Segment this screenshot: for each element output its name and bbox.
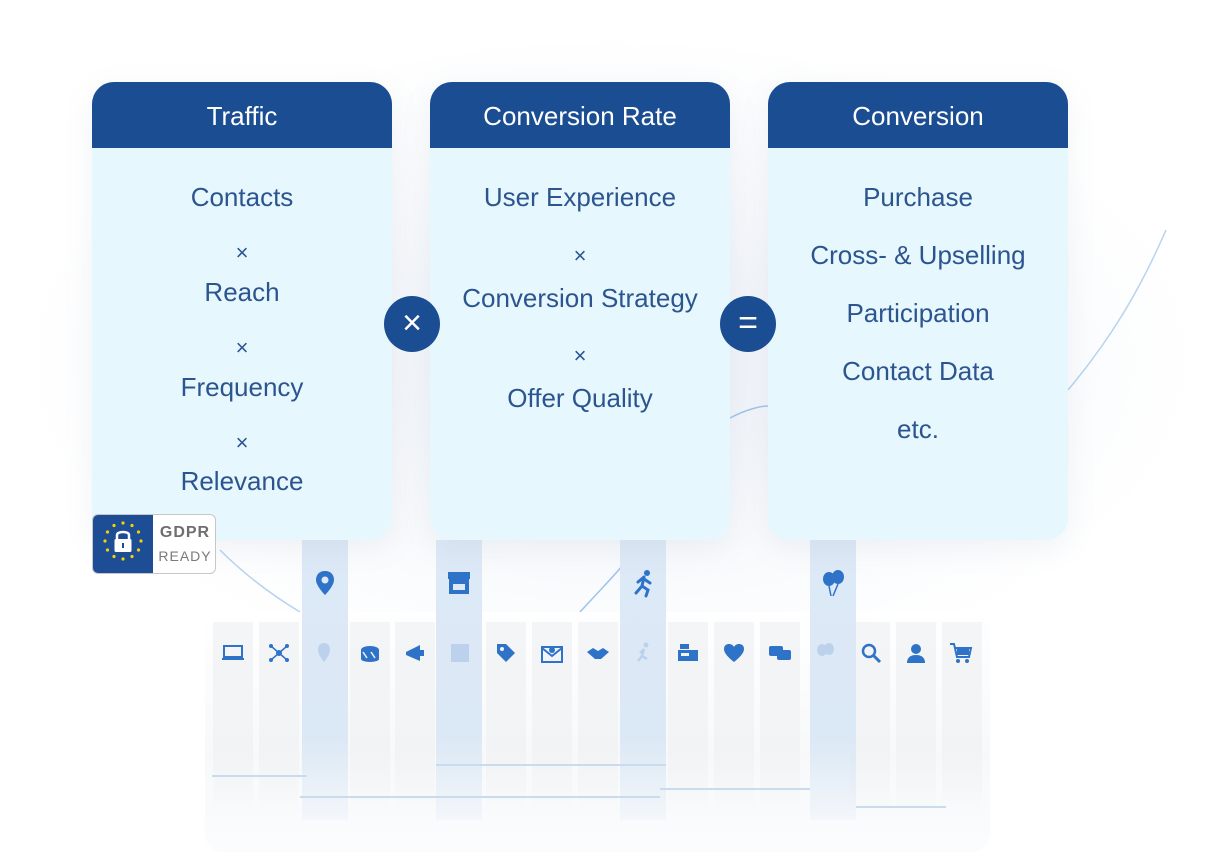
megaphone-icon bbox=[402, 640, 428, 666]
card-item: etc. bbox=[897, 414, 939, 444]
ready-label: READY bbox=[158, 548, 212, 564]
card-item: Conversion Strategy bbox=[462, 283, 698, 313]
card-item: Cross- & Upselling bbox=[810, 240, 1026, 270]
chart-line bbox=[212, 775, 307, 777]
card-item: Relevance bbox=[180, 466, 304, 496]
card-item: Frequency bbox=[180, 372, 304, 402]
card-item: Reach bbox=[204, 277, 280, 307]
highlight-column-conversion bbox=[810, 540, 856, 820]
chart-line bbox=[856, 806, 946, 808]
gdpr-badge: GDPR READY bbox=[92, 514, 216, 574]
gdpr-label: GDPR bbox=[159, 524, 211, 541]
runner-icon bbox=[626, 566, 660, 600]
location-pin-icon bbox=[311, 640, 337, 666]
multiply-sign: × bbox=[573, 243, 587, 268]
handshake-icon bbox=[585, 640, 611, 666]
card-item: Purchase bbox=[863, 182, 973, 212]
chart-line bbox=[660, 788, 810, 790]
laptop-icon bbox=[220, 640, 246, 666]
card-item: Participation bbox=[846, 298, 990, 328]
multiply-sign: × bbox=[235, 240, 249, 265]
store-icon bbox=[447, 640, 473, 666]
card-item: Offer Quality bbox=[507, 383, 653, 413]
chart-line bbox=[300, 796, 660, 798]
strip-column bbox=[213, 622, 253, 812]
store-icon bbox=[442, 566, 476, 600]
price-tag-icon bbox=[493, 640, 519, 666]
card-title: Conversion Rate bbox=[430, 82, 730, 148]
location-pin-icon bbox=[308, 566, 342, 600]
network-icon bbox=[266, 640, 292, 666]
card-title: Traffic bbox=[92, 82, 392, 148]
strip-column bbox=[532, 622, 572, 812]
card-item: Contact Data bbox=[842, 356, 994, 386]
multiply-sign: × bbox=[235, 430, 249, 455]
multiply-operator: × bbox=[384, 296, 440, 352]
chart-line bbox=[436, 764, 666, 766]
email-icon bbox=[539, 640, 565, 666]
card-conversion: Conversion Purchase Cross- & Upselling P… bbox=[768, 82, 1068, 540]
search-icon bbox=[858, 640, 884, 666]
balloons-icon bbox=[816, 566, 850, 600]
card-item: User Experience bbox=[483, 182, 677, 212]
heart-icon bbox=[721, 640, 747, 666]
card-title: Conversion bbox=[768, 82, 1068, 148]
cash-register-icon bbox=[675, 640, 701, 666]
chat-icon bbox=[767, 640, 793, 666]
multiply-sign: × bbox=[573, 343, 587, 368]
equals-operator: = bbox=[720, 296, 776, 352]
balloons-icon bbox=[812, 640, 838, 666]
card-conversion-rate: Conversion Rate User Experience × Conver… bbox=[430, 82, 730, 540]
card-traffic: Traffic Contacts × Reach × Frequency × R… bbox=[92, 82, 392, 540]
eu-flag-lock-icon bbox=[93, 515, 153, 573]
strip-column bbox=[850, 622, 890, 812]
shopping-cart-icon bbox=[948, 640, 974, 666]
card-item: Contacts bbox=[190, 182, 294, 212]
support-agent-icon bbox=[903, 640, 929, 666]
drum-icon bbox=[357, 640, 383, 666]
runner-icon bbox=[630, 640, 656, 666]
multiply-sign: × bbox=[235, 335, 249, 360]
